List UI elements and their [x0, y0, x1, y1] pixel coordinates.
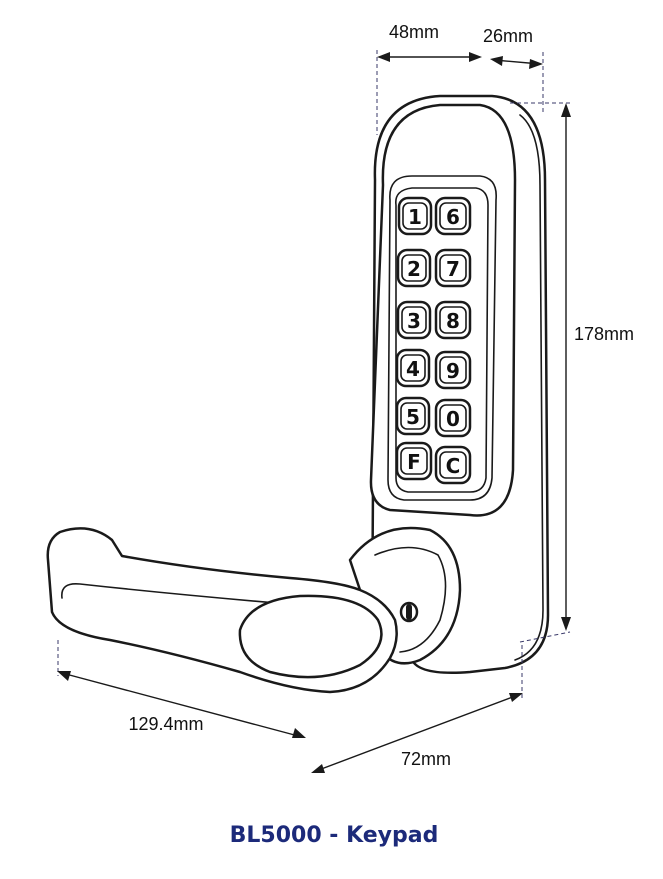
key-c[interactable]: C: [434, 445, 472, 485]
dimension-faceplate-width: 48mm: [376, 22, 482, 135]
key-8[interactable]: 8: [434, 300, 472, 340]
lever-grip: [238, 594, 383, 679]
key-f-label: F: [407, 450, 421, 474]
diagram-caption: BL5000 - Keypad: [230, 823, 439, 848]
key-4[interactable]: 4: [395, 348, 431, 388]
key-c-label: C: [446, 454, 461, 478]
key-4-label: 4: [406, 357, 420, 381]
key-1[interactable]: 1: [397, 196, 433, 236]
dimension-height: 178mm: [510, 102, 634, 643]
key-0-label: 0: [446, 407, 460, 431]
dimension-label-48mm: 48mm: [389, 22, 439, 42]
key-0[interactable]: 0: [434, 398, 472, 438]
dimension-label-72mm: 72mm: [401, 749, 451, 769]
key-9-label: 9: [446, 359, 460, 383]
dimension-lever-length: 129.4mm: [57, 640, 306, 738]
dimension-label-129-4mm: 129.4mm: [128, 714, 203, 734]
dimension-label-178mm: 178mm: [574, 324, 634, 344]
dimension-label-26mm: 26mm: [483, 26, 533, 46]
keyhole-icon: [406, 604, 412, 620]
key-2-label: 2: [407, 257, 421, 281]
key-7-label: 7: [446, 257, 460, 281]
key-6-label: 6: [446, 205, 460, 229]
key-6[interactable]: 6: [434, 196, 472, 236]
key-7[interactable]: 7: [434, 248, 472, 288]
key-3-label: 3: [407, 309, 421, 333]
key-5[interactable]: 5: [395, 396, 431, 436]
lever-handle[interactable]: [46, 527, 398, 694]
dimension-projection: 72mm: [311, 645, 523, 773]
keypad: 1 6 2 7 3 8 4: [395, 196, 472, 485]
key-2[interactable]: 2: [396, 248, 432, 288]
key-5-label: 5: [406, 405, 420, 429]
key-8-label: 8: [446, 309, 460, 333]
key-9[interactable]: 9: [434, 350, 472, 390]
key-3[interactable]: 3: [396, 300, 432, 340]
key-f[interactable]: F: [395, 441, 433, 481]
key-1-label: 1: [408, 205, 422, 229]
dimension-faceplate-depth: 26mm: [483, 26, 544, 112]
